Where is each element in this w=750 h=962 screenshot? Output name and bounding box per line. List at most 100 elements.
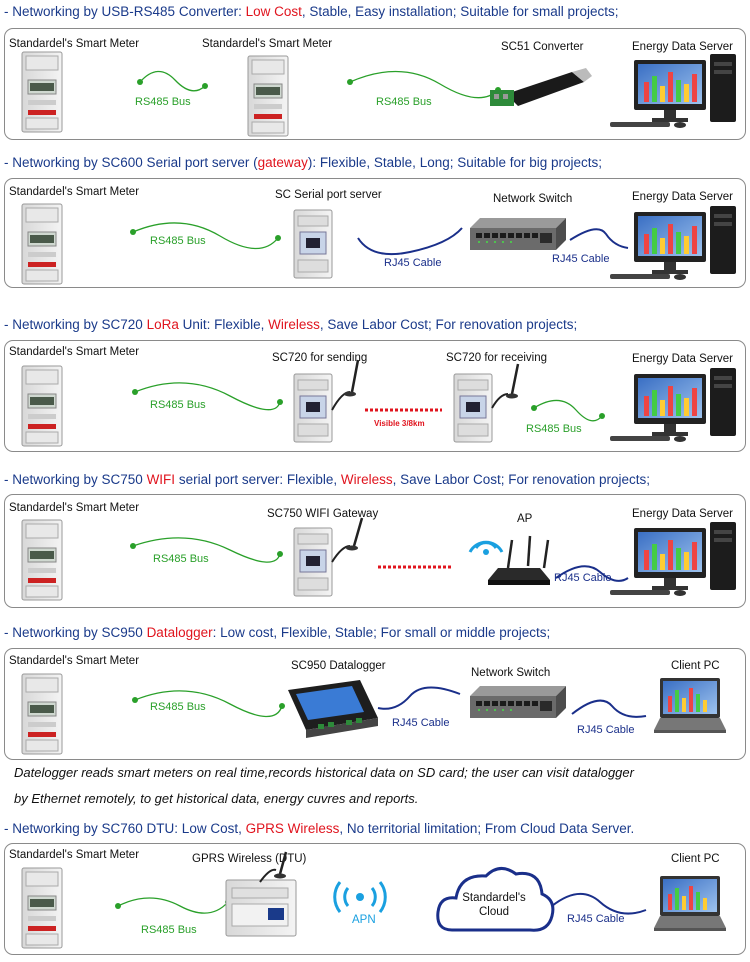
wifi-gateway-icon: [293, 527, 333, 597]
rj45-cable-line: [551, 893, 647, 915]
smart-meter-icon: [21, 867, 63, 949]
rs485-bus-line: [134, 382, 281, 411]
sender-label: SC720 for sending: [272, 352, 368, 364]
switch-label: Network Switch: [493, 193, 573, 205]
title-text: serial port server: Flexible,: [175, 472, 341, 487]
antenna-icon: [331, 359, 360, 411]
client-pc-icon: [654, 876, 726, 931]
section-4-title: - Networking by SC750 WIFI serial port s…: [4, 472, 650, 487]
title-text: , Stable, Easy installation; Suitable fo…: [301, 4, 619, 19]
cable-label: RJ45 Cable: [392, 717, 450, 729]
title-highlight: Wireless: [268, 317, 320, 332]
lora-receiver-icon: [453, 373, 493, 443]
section-5-title: - Networking by SC950 Datalogger: Low co…: [4, 625, 550, 640]
note-line-2: by Ethernet remotely, to get historical …: [14, 791, 419, 806]
server-label: Energy Data Server: [632, 41, 733, 53]
meter-label: Standardel's Smart Meter: [9, 346, 140, 358]
gateway-label: SC750 WIFI Gateway: [267, 508, 379, 520]
dtu-device-icon: [225, 851, 297, 937]
wifi-signal-icon: [468, 540, 504, 555]
title-highlight: Wireless: [340, 472, 393, 487]
receiver-label: SC720 for receiving: [446, 352, 547, 364]
link-range-label: Visible 3/8km: [374, 419, 425, 428]
title-text: Unit: Flexible,: [178, 317, 269, 332]
network-switch-icon: [470, 686, 566, 718]
bus-label: RS485 Bus: [150, 235, 206, 247]
antenna-icon: [491, 363, 520, 409]
note-line-1: Datelogger reads smart meters on real ti…: [14, 765, 634, 780]
rj45-cable-line: [569, 228, 629, 249]
section-1-panel: Standardel's Smart Meter Standardel's Sm…: [4, 28, 746, 140]
smart-meter-icon: [21, 51, 63, 133]
section-3-title: - Networking by SC720 LoRa Unit: Flexibl…: [4, 317, 577, 332]
bus-label: RS485 Bus: [141, 924, 197, 936]
logger-label: SC950 Datalogger: [291, 660, 386, 672]
cable-label: RJ45 Cable: [567, 913, 625, 925]
rj45-cable-line: [377, 686, 461, 710]
meter-label: Standardel's Smart Meter: [9, 38, 140, 50]
section-6-title: - Networking by SC760 DTU: Low Cost, GPR…: [4, 821, 634, 836]
section-2-title: - Networking by SC600 Serial port server…: [4, 155, 602, 170]
title-text: - Networking by SC720: [4, 317, 147, 332]
energy-server-icon: [610, 368, 736, 442]
ap-label: AP: [517, 513, 533, 525]
meter-label: Standardel's Smart Meter: [9, 655, 140, 667]
title-text: , No territorial limitation; From Cloud …: [339, 821, 635, 836]
meter-label: Standardel's Smart Meter: [9, 849, 140, 861]
cable-label: RJ45 Cable: [554, 572, 612, 584]
smart-meter-icon: [21, 365, 63, 447]
energy-server-icon: [610, 54, 736, 128]
title-highlight: WIFI: [146, 472, 176, 487]
section-3-panel: Standardel's Smart Meter SC720 for sendi…: [4, 340, 746, 452]
client-label: Client PC: [671, 660, 720, 672]
client-pc-icon: [654, 678, 726, 733]
converter-label: SC51 Converter: [501, 41, 584, 53]
server-label: Energy Data Server: [632, 508, 733, 520]
rs485-bus-line: [349, 70, 499, 99]
server-label: Energy Data Server: [632, 353, 733, 365]
energy-server-icon: [610, 522, 736, 596]
cloud-icon: [436, 867, 555, 932]
rj45-cable-line: [571, 699, 647, 718]
bus-label: RS485 Bus: [376, 96, 432, 108]
title-highlight: Datalogger: [146, 625, 213, 640]
bus-label: RS485 Bus: [150, 701, 206, 713]
gateway-label: SC Serial port server: [275, 189, 382, 201]
smart-meter-icon: [21, 673, 63, 755]
rs485-bus-line: [132, 222, 279, 250]
section-4-panel: Standardel's Smart Meter SC750 WIFI Gate…: [4, 494, 746, 608]
title-text: ): Flexible, Stable, Long; Suitable for …: [307, 155, 603, 170]
datalogger-icon: [288, 680, 378, 738]
title-text: , Save Labor Cost; For renovation projec…: [319, 317, 578, 332]
cable-label: RJ45 Cable: [577, 724, 635, 736]
rs485-bus-line: [117, 897, 229, 914]
title-text: - Networking by SC600 Serial port server…: [4, 155, 258, 170]
cable-label: RJ45 Cable: [552, 253, 610, 265]
client-label: Client PC: [671, 853, 720, 865]
smart-meter-icon: [247, 55, 289, 137]
usb-converter-icon: [490, 68, 592, 106]
rj45-cable-line: [555, 565, 629, 582]
rs485-bus-line: [139, 70, 206, 92]
router-icon: [488, 535, 550, 585]
bus-label: RS485 Bus: [153, 553, 209, 565]
title-highlight: GPRS Wireless: [245, 821, 340, 836]
title-text: , Save Labor Cost; For renovation projec…: [392, 472, 651, 487]
smart-meter-icon: [21, 203, 63, 285]
dtu-label: GPRS Wireless (DTU): [192, 853, 307, 865]
antenna-icon: [331, 517, 364, 563]
rs485-bus-line: [134, 690, 283, 718]
rj45-cable-line: [357, 227, 463, 256]
cable-label: RJ45 Cable: [384, 257, 442, 269]
bus-label: RS485 Bus: [150, 399, 206, 411]
smart-meter-icon: [21, 519, 63, 601]
energy-server-icon: [610, 206, 736, 280]
title-text: - Networking by SC950: [4, 625, 147, 640]
meter-label: Standardel's Smart Meter: [202, 38, 333, 50]
network-switch-icon: [470, 218, 566, 250]
title-text: - Networking by USB-RS485 Converter:: [4, 4, 246, 19]
title-highlight: Low Cost: [245, 4, 302, 19]
section-1-title: - Networking by USB-RS485 Converter: Low…: [4, 4, 619, 19]
meter-label: Standardel's Smart Meter: [9, 502, 140, 514]
